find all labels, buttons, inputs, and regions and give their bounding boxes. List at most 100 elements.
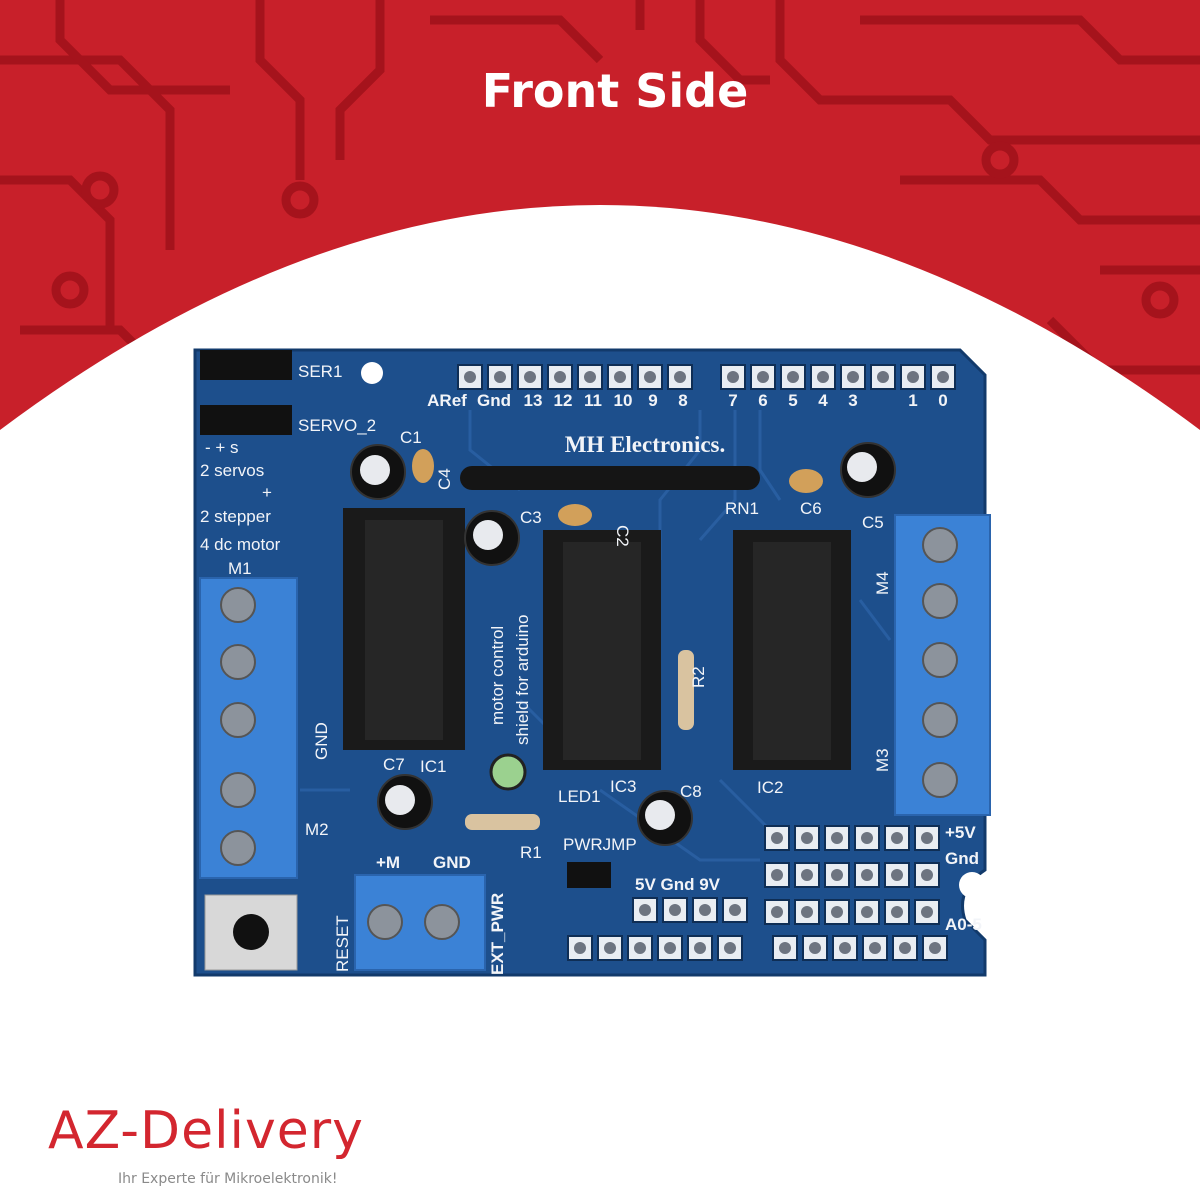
label-gnd-right: Gnd <box>945 849 979 868</box>
pin-hole <box>861 832 873 844</box>
page-title: Front Side <box>482 64 749 118</box>
label-ic3: IC3 <box>610 777 636 796</box>
ic1-chip <box>343 508 465 750</box>
label-plus-m: +M <box>376 853 400 872</box>
pin-hole <box>494 371 506 383</box>
pin-hole <box>817 371 829 383</box>
pin-hole <box>771 832 783 844</box>
label-c6: C6 <box>800 499 822 518</box>
pin-hole <box>584 371 596 383</box>
pin-pad[interactable] <box>794 862 820 888</box>
pin-hole <box>801 832 813 844</box>
pin-hole <box>771 906 783 918</box>
pin-hole <box>634 942 646 954</box>
digital-pin-label: 5 <box>788 391 797 410</box>
pwr-jumper[interactable] <box>567 862 611 888</box>
label-plus: + <box>262 483 272 502</box>
pin-hole <box>604 942 616 954</box>
rn1-resistor-network <box>460 466 760 490</box>
digital-pin-label: 1 <box>908 391 917 410</box>
r1-resistor <box>465 814 540 830</box>
label-c5: C5 <box>862 513 884 532</box>
label-shield-for-arduino: shield for arduino <box>513 615 532 745</box>
pin-pad[interactable] <box>862 935 888 961</box>
label-reset: RESET <box>333 915 352 972</box>
servo2-header[interactable] <box>200 405 292 435</box>
pin-pad[interactable] <box>922 935 948 961</box>
digital-pin-label: 11 <box>584 391 602 410</box>
pin-hole <box>861 869 873 881</box>
pin-pad[interactable] <box>637 364 663 390</box>
mounting-hole <box>361 362 383 384</box>
pin-hole <box>839 942 851 954</box>
label-m3: M3 <box>873 748 892 772</box>
bottom-pin-headers[interactable] <box>567 825 948 961</box>
pin-hole <box>524 371 536 383</box>
pin-hole <box>877 371 889 383</box>
digital-pin-label: 4 <box>818 391 828 410</box>
label-dc-motor: 4 dc motor <box>200 535 281 554</box>
pin-hole <box>554 371 566 383</box>
pin-pad[interactable] <box>457 364 483 390</box>
label-m4: M4 <box>873 571 892 595</box>
pin-pad[interactable] <box>667 364 693 390</box>
label-c2: C2 <box>613 525 632 547</box>
pin-pad[interactable] <box>687 935 713 961</box>
label-m2: M2 <box>305 820 329 839</box>
pin-hole <box>891 832 903 844</box>
pin-hole <box>891 906 903 918</box>
mounting-hole <box>959 872 985 898</box>
digital-pin-label: 0 <box>938 391 947 410</box>
terminal-screws <box>922 527 958 798</box>
digital-pin-label: 10 <box>614 391 633 410</box>
pin-pad[interactable] <box>780 364 806 390</box>
pin-pad[interactable] <box>870 364 896 390</box>
pin-hole <box>801 906 813 918</box>
digital-pin-label: 7 <box>728 391 737 410</box>
ser1-header[interactable] <box>200 350 292 380</box>
label-r1: R1 <box>520 843 542 862</box>
label-stepper: 2 stepper <box>200 507 271 526</box>
digital-pin-header[interactable] <box>457 364 956 390</box>
pin-hole <box>574 942 586 954</box>
digital-pin-label: ARef <box>427 391 467 410</box>
m1-m2-terminal-block[interactable] <box>199 577 298 879</box>
pin-hole <box>831 906 843 918</box>
pin-hole <box>921 906 933 918</box>
label-c7: C7 <box>383 755 405 774</box>
pin-hole <box>664 942 676 954</box>
pin-hole <box>831 869 843 881</box>
label-plus5v: +5V <box>945 823 976 842</box>
pin-hole <box>921 832 933 844</box>
pin-hole <box>921 869 933 881</box>
pin-hole <box>847 371 859 383</box>
pin-hole <box>464 371 476 383</box>
pin-pad[interactable] <box>547 364 573 390</box>
label-r2: R2 <box>689 666 708 688</box>
pin-hole <box>771 869 783 881</box>
pin-hole <box>699 904 711 916</box>
label-pwrjmp: PWRJMP <box>563 835 637 854</box>
label-ser1: SER1 <box>298 362 342 381</box>
digital-pin-label: 12 <box>554 391 573 410</box>
ic3-chip <box>543 530 661 770</box>
r2-resistor <box>678 650 694 730</box>
pin-pad[interactable] <box>824 899 850 925</box>
brand-label: MH Electronics. <box>565 432 726 457</box>
label-servo-pins: - + s <box>205 438 239 457</box>
pin-hole <box>644 371 656 383</box>
pin-pad[interactable] <box>764 825 790 851</box>
label-servo2: SERVO_2 <box>298 416 376 435</box>
reset-button-cap[interactable] <box>233 914 269 950</box>
led1-green <box>489 753 527 791</box>
digital-pin-label: 8 <box>678 391 687 410</box>
pin-pad[interactable] <box>607 364 633 390</box>
pin-hole <box>929 942 941 954</box>
digital-pin-label: 3 <box>848 391 857 410</box>
label-a0-5: A0-5 <box>945 915 982 934</box>
pin-hole <box>669 904 681 916</box>
pin-hole <box>757 371 769 383</box>
label-ic2: IC2 <box>757 778 783 797</box>
